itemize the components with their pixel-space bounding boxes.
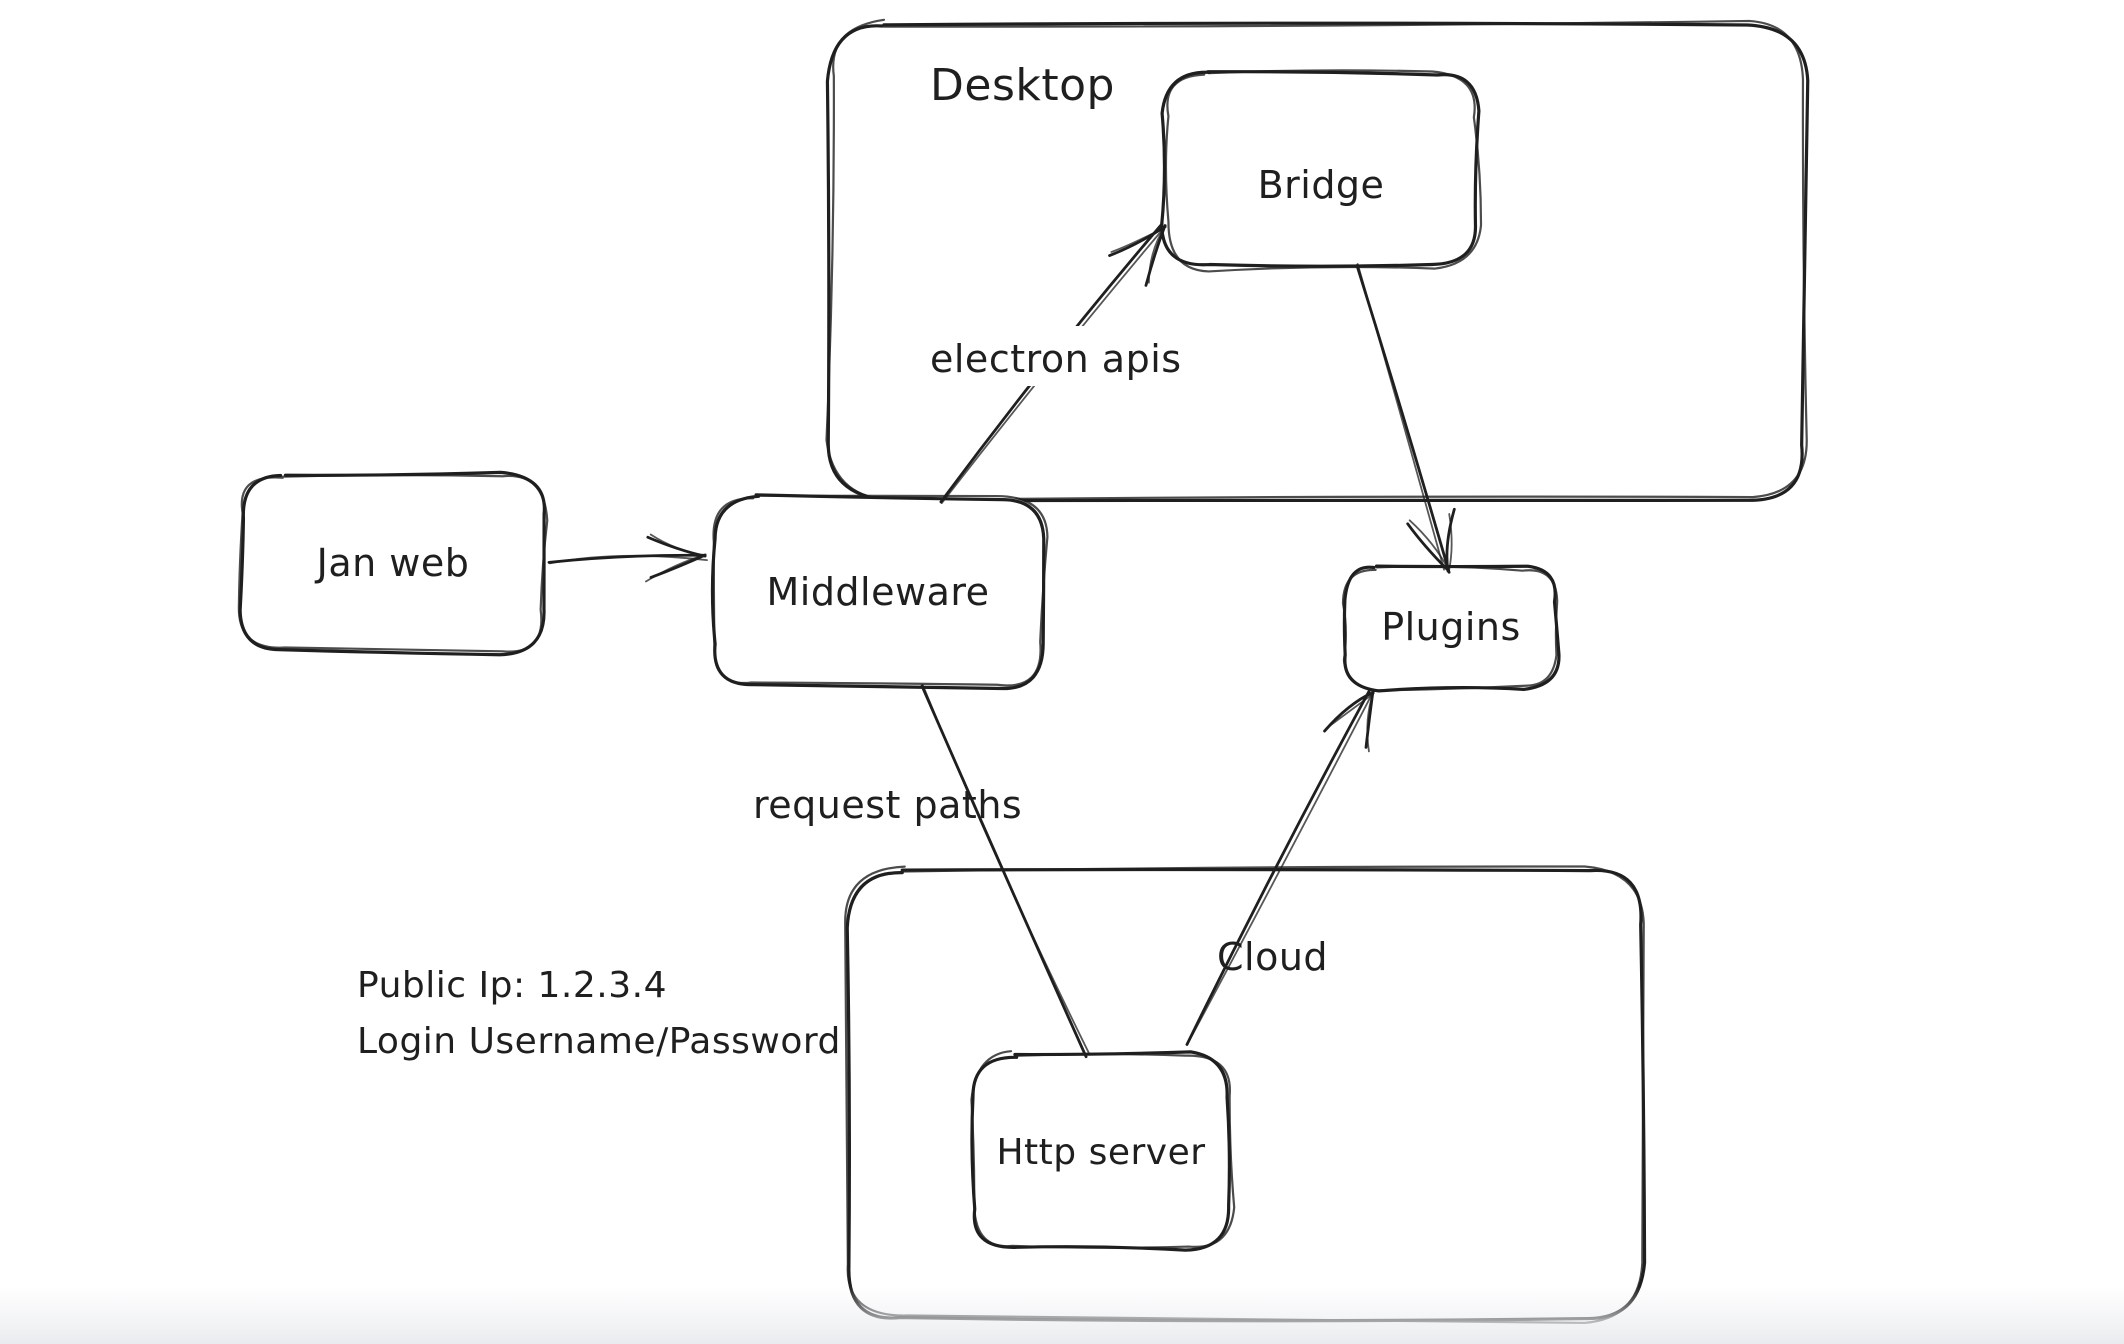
canvas-bottom-fade [0, 1286, 2124, 1344]
sketch-stroke [1406, 522, 1450, 572]
sketch-stroke [825, 21, 1810, 503]
sketch-stroke [649, 533, 707, 557]
sketch-stroke [1185, 687, 1372, 1046]
sketch-stroke [1110, 225, 1167, 253]
sketch-stroke [1147, 224, 1167, 284]
sketch-stroke [825, 18, 1808, 502]
sketch-stroke [1325, 692, 1375, 730]
sketch-stroke [1345, 567, 1557, 688]
container-cloud-label[interactable]: Cloud [1217, 935, 1328, 979]
sketch-stroke [1342, 564, 1561, 693]
sketch-stroke [237, 473, 549, 653]
edge-bridge-to-plugins[interactable] [1355, 263, 1456, 574]
edge-middleware-to-httpserver[interactable] [920, 683, 1090, 1059]
sketch-stroke [1160, 70, 1481, 268]
sketch-stroke [921, 683, 1090, 1055]
annotation-public-ip[interactable]: Public Ip: 1.2.3.4 [357, 965, 667, 1006]
node-plugins-box[interactable] [1341, 564, 1561, 693]
edge-label-background [915, 326, 1215, 386]
sketch-stroke [970, 1050, 1236, 1249]
edge-label-electron-apis[interactable]: electron apis [930, 337, 1182, 381]
node-plugins-label[interactable]: Plugins [1381, 605, 1521, 649]
sketch-stroke [1341, 565, 1559, 692]
sketch-stroke [548, 554, 708, 565]
edge-janweb-to-middleware[interactable] [547, 533, 708, 583]
edge-label-request-paths[interactable]: request paths [753, 783, 1022, 827]
annotation-login[interactable]: Login Username/Password [357, 1021, 841, 1062]
edge-httpserver-to-plugins[interactable] [1185, 687, 1375, 1046]
node-middleware-box[interactable] [710, 493, 1049, 691]
sketch-stroke [240, 475, 545, 652]
node-bridge-box[interactable] [1160, 69, 1483, 273]
sketch-stroke [1447, 513, 1453, 573]
node-jan-web-box[interactable] [237, 470, 549, 657]
sketch-stroke [713, 497, 1043, 687]
node-bridge-label[interactable]: Bridge [1258, 163, 1385, 207]
sketch-stroke [238, 470, 546, 657]
sketch-stroke [1186, 693, 1373, 1045]
node-http-server-box[interactable] [970, 1050, 1236, 1252]
node-jan-web-label[interactable]: Jan web [315, 541, 470, 585]
node-middleware-label[interactable]: Middleware [766, 570, 989, 614]
sketch-stroke [1356, 263, 1445, 571]
sketch-stroke [1165, 72, 1477, 267]
node-http-server-label[interactable]: Http server [996, 1132, 1205, 1173]
sketch-stroke [970, 1050, 1232, 1252]
sketch-stroke [710, 493, 1046, 691]
sketch-stroke [1445, 507, 1456, 573]
sketch-stroke [972, 1055, 1230, 1248]
sketch-stroke [1164, 69, 1483, 273]
container-desktop-label[interactable]: Desktop [930, 60, 1115, 111]
sketch-stroke [712, 494, 1049, 687]
container-desktop-box[interactable] [825, 18, 1810, 503]
sketch-stroke [1366, 690, 1375, 753]
